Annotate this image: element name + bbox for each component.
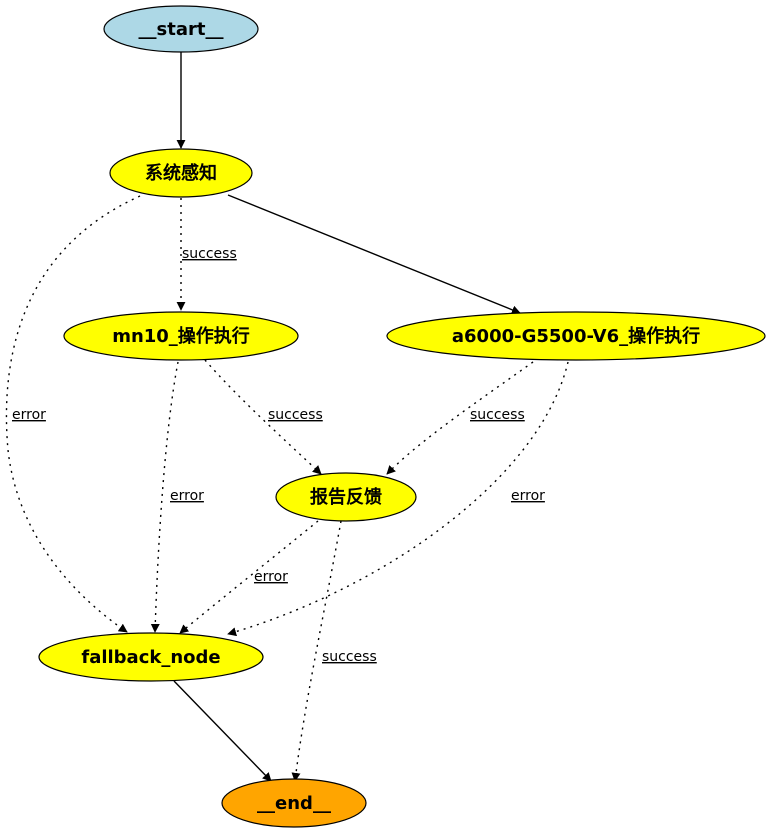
node-a6000[interactable]: a6000-G5500-V6_操作执行 [386, 311, 766, 361]
node-fallback-label: fallback_node [81, 647, 220, 668]
edge-label-a6000-report: success [470, 407, 525, 423]
node-end[interactable]: __end__ [221, 778, 367, 828]
node-start[interactable]: __start__ [103, 5, 259, 53]
edge-report-to-end [291, 520, 342, 782]
edge-label-report-fallback: error [254, 569, 288, 585]
edge-label-perceive-mn10: success [182, 246, 237, 262]
edge-label-mn10-fallback: error [170, 488, 204, 504]
node-perceive[interactable]: 系统感知 [109, 148, 253, 198]
edge-label-a6000-fallback: error [511, 488, 545, 504]
edge-a6000-to-report [386, 361, 534, 475]
node-mn10-label: mn10_操作执行 [112, 325, 250, 347]
node-fallback[interactable]: fallback_node [38, 632, 264, 682]
node-mn10[interactable]: mn10_操作执行 [63, 311, 299, 361]
edge-fallback-to-end [173, 680, 272, 782]
edge-label-mn10-report: success [268, 407, 323, 423]
node-a6000-label: a6000-G5500-V6_操作执行 [452, 325, 700, 347]
edge-mn10-to-fallback [150, 361, 179, 633]
edge-a6000-to-fallback [227, 361, 569, 637]
edge-label-perceive-fallback: error [12, 407, 46, 423]
node-report-label: 报告反馈 [310, 486, 382, 508]
node-start-label: __start__ [139, 19, 224, 40]
edge-report-to-fallback [179, 520, 319, 634]
node-end-label: __end__ [257, 793, 331, 814]
node-perceive-label: 系统感知 [145, 162, 217, 184]
node-report[interactable]: 报告反馈 [275, 472, 417, 522]
edge-perceive-to-a6000 [227, 194, 521, 315]
edge-label-report-end: success [322, 649, 377, 665]
